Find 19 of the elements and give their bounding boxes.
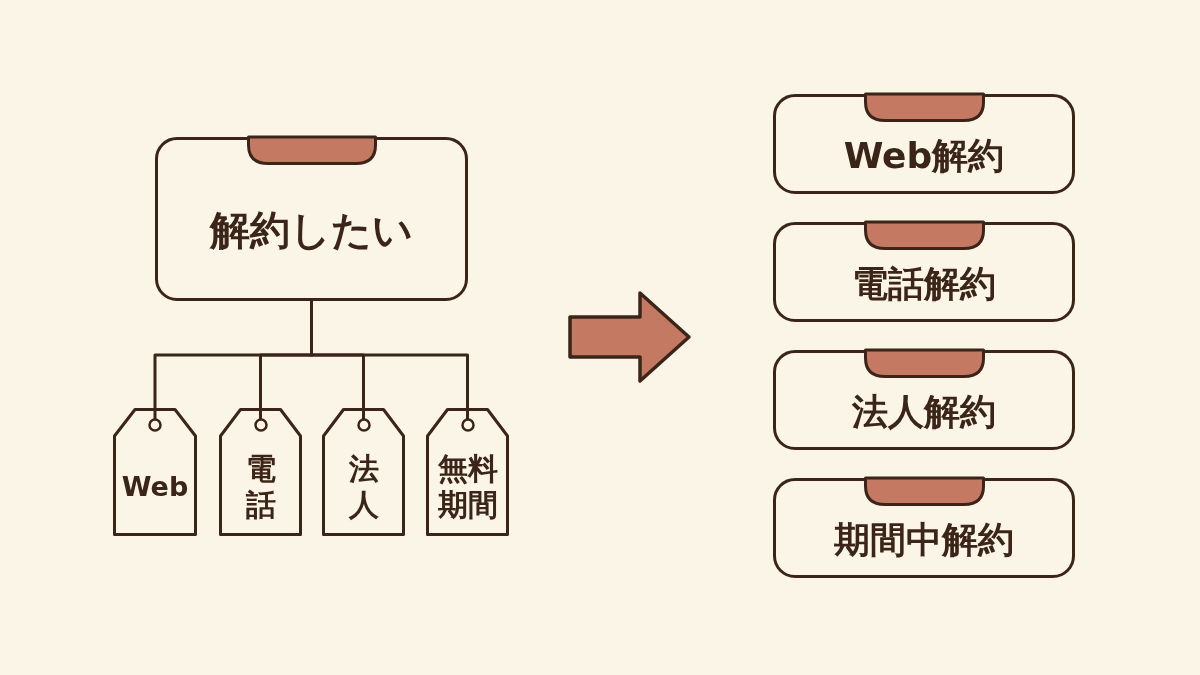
tag-label: Web xyxy=(120,470,190,504)
rounded-box xyxy=(773,94,1075,194)
rounded-box xyxy=(773,478,1075,578)
box-label: 法人解約 xyxy=(852,390,996,434)
hang-tag xyxy=(426,408,509,536)
box-label: Web解約 xyxy=(843,134,1005,178)
tag-label: 電話 xyxy=(244,451,277,523)
hang-tag xyxy=(219,408,302,536)
rounded-box xyxy=(773,350,1075,450)
tag-label: 法人 xyxy=(347,451,380,523)
hang-tag xyxy=(322,408,405,536)
box-label: 電話解約 xyxy=(852,262,996,306)
hang-tag xyxy=(113,408,197,536)
box-label: 解約したい xyxy=(210,206,413,254)
connector-line xyxy=(310,301,469,419)
rounded-box xyxy=(773,222,1075,322)
box-label: 期間中解約 xyxy=(834,518,1014,562)
rounded-box xyxy=(155,137,468,301)
tag-label: 無料期間 xyxy=(436,451,499,523)
